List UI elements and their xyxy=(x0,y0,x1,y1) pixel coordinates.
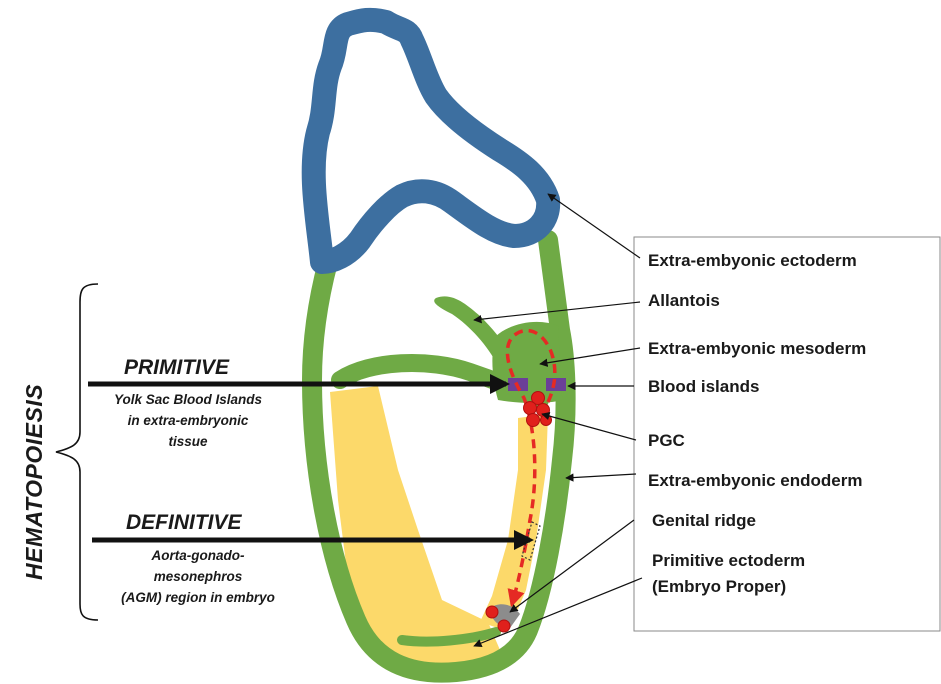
definitive-title: DEFINITIVE xyxy=(126,511,243,534)
pointer-endoderm xyxy=(566,474,636,478)
label-endoderm: Extra-embyonic endoderm xyxy=(648,471,862,490)
pointer-ectoderm xyxy=(548,194,640,258)
label-mesoderm: Extra-embyonic mesoderm xyxy=(648,339,866,358)
label-genital-ridge: Genital ridge xyxy=(652,511,756,530)
hematopoiesis-bracket xyxy=(56,284,98,620)
extra-embryonic-ectoderm xyxy=(314,20,548,262)
label-primitive-ectoderm-1: Primitive ectoderm xyxy=(652,551,805,570)
label-primitive-ectoderm-2: (Embryo Proper) xyxy=(652,577,786,596)
definitive-line-1: Aorta-gonado- xyxy=(151,548,245,563)
primitive-title: PRIMITIVE xyxy=(124,356,230,379)
definitive-line-3: (AGM) region in embryo xyxy=(121,590,275,605)
label-pgc: PGC xyxy=(648,431,685,450)
definitive-line-2: mesonephros xyxy=(154,569,243,584)
primitive-line-3: tissue xyxy=(168,434,208,449)
allantois xyxy=(434,296,512,366)
primitive-line-1: Yolk Sac Blood Islands xyxy=(114,392,263,407)
label-ectoderm: Extra-embyonic ectoderm xyxy=(648,251,857,270)
label-blood-islands: Blood islands xyxy=(648,377,759,396)
label-allantois: Allantois xyxy=(648,291,720,310)
primitive-line-2: in extra-embryonic xyxy=(128,413,249,428)
hematopoiesis-label: HEMATOPOIESIS xyxy=(21,384,47,580)
